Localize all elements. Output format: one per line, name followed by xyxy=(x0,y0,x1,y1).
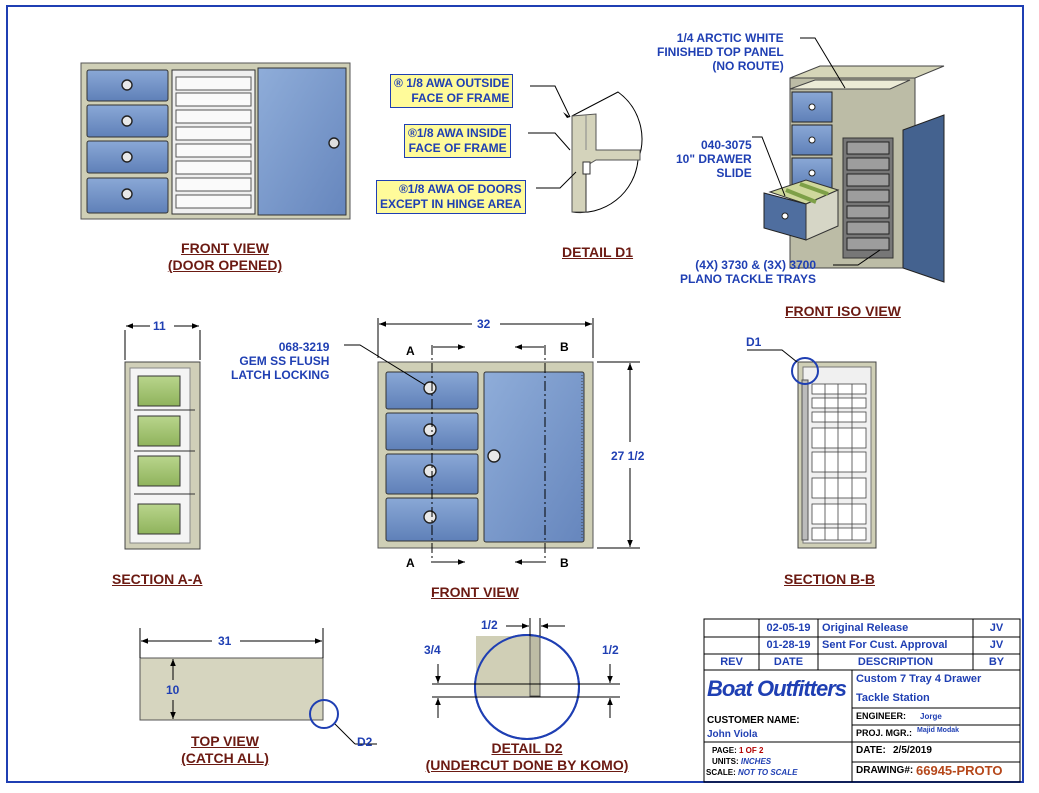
front-view-opened-title: FRONT VIEW(DOOR OPENED) xyxy=(167,240,283,273)
dim-front-height: 27 1/2 xyxy=(611,449,645,463)
detail-d2-title: DETAIL D2(UNDERCUT DONE BY KOMO) xyxy=(425,740,629,773)
sheet-border xyxy=(6,5,1024,783)
units-info: UNITS: INCHES xyxy=(712,757,772,766)
section-mark-a-bottom: A xyxy=(406,556,415,570)
detail-d2-graphic xyxy=(432,618,620,740)
project-title-line2: Tackle Station xyxy=(856,692,930,704)
rev-date-1: 02-05-19 xyxy=(766,622,811,634)
d1-callout: D1 xyxy=(746,335,762,349)
section-aa-graphic xyxy=(124,323,201,550)
section-bb-title: SECTION B-B xyxy=(784,571,875,587)
front-iso-graphic xyxy=(752,37,945,283)
drawing-number-label: DRAWING#: xyxy=(856,765,914,776)
engineer-name: Jorge xyxy=(920,712,942,721)
dim-section-width: 11 xyxy=(153,319,166,333)
dim-d2-left: 3/4 xyxy=(424,643,441,657)
section-mark-b-bottom: B xyxy=(560,556,569,570)
dim-d2-top: 1/2 xyxy=(481,618,498,632)
header-rev: REV xyxy=(720,656,743,668)
rev-desc-2: Sent For Cust. Approval xyxy=(822,639,948,651)
dim-top-depth: 10 xyxy=(166,683,180,697)
rev-date-2: 01-28-19 xyxy=(766,639,811,651)
section-mark-a-top: A xyxy=(406,344,415,358)
header-description: DESCRIPTION xyxy=(857,656,934,668)
header-by: BY xyxy=(988,656,1005,668)
customer-label: CUSTOMER NAME: xyxy=(707,715,800,726)
top-view-title: TOP VIEW(CATCH ALL) xyxy=(181,733,269,766)
header-date: DATE xyxy=(773,656,804,668)
project-title-line1: Custom 7 Tray 4 Drawer xyxy=(856,673,982,685)
title-block-grid xyxy=(703,618,1021,783)
front-view-door-opened xyxy=(80,62,351,220)
company-logo: Boat Outfitters xyxy=(707,676,847,701)
d2-callout: D2 xyxy=(357,735,373,749)
detail-d1-title: DETAIL D1 xyxy=(562,244,634,260)
dim-d2-right: 1/2 xyxy=(602,643,619,657)
engineer-label: ENGINEER: xyxy=(856,711,907,721)
section-mark-b-top: B xyxy=(560,340,569,354)
rev-by-1: JV xyxy=(989,622,1004,634)
front-iso-title: FRONT ISO VIEW xyxy=(785,303,901,319)
drawing-date: 2/5/2019 xyxy=(893,745,932,756)
page-info: PAGE: 1 OF 2 xyxy=(712,746,764,755)
section-bb-graphic xyxy=(747,349,877,549)
front-view-graphic xyxy=(344,318,640,565)
pm-name: Majid Modak xyxy=(917,727,960,734)
top-view-graphic xyxy=(139,628,377,745)
detail-d1-graphic xyxy=(528,85,643,214)
dim-front-width: 32 xyxy=(477,317,491,331)
date-label: DATE: xyxy=(856,745,886,756)
customer-name: John Viola xyxy=(707,729,758,740)
section-aa-title: SECTION A-A xyxy=(112,571,203,587)
scale-info: SCALE: NOT TO SCALE xyxy=(706,768,798,777)
front-view-title: FRONT VIEW xyxy=(431,584,519,600)
drawing-number: 66945-PROTO xyxy=(916,763,1003,778)
rev-desc-1: Original Release xyxy=(822,622,909,634)
pm-label: PROJ. MGR.: xyxy=(856,728,913,738)
rev-by-2: JV xyxy=(989,639,1004,651)
dim-top-width: 31 xyxy=(218,634,232,648)
